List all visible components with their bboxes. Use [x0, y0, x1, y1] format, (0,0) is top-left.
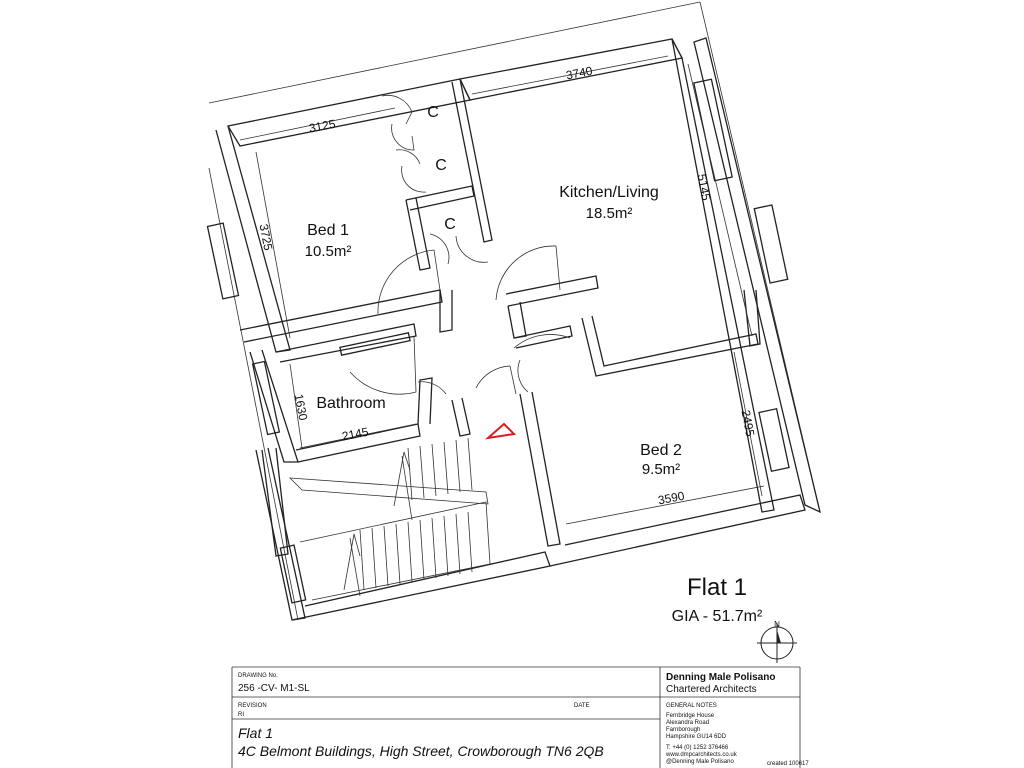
room-area-bed2: 9.5m²: [642, 461, 680, 478]
dim-bed2-depth: 2495: [739, 409, 758, 438]
dim-bath-depth: 1630: [292, 393, 311, 422]
revision-label: REVISION: [238, 703, 267, 709]
contact-line: www.dmpcarchitects.co.uk: [665, 752, 738, 758]
firm-subtitle: Chartered Architects: [666, 684, 757, 695]
room-name-kitchen: Kitchen/Living: [559, 184, 659, 201]
project-title: Flat 1: [238, 725, 273, 741]
drawing-no: 256 -CV- M1-SL: [238, 683, 310, 694]
revision-value: RI: [238, 712, 244, 718]
drawing-no-label: DRAWING No.: [238, 673, 278, 679]
dim-kitchen-width: 3740: [565, 64, 594, 83]
cupboard-label-2: C: [435, 157, 447, 174]
doors: [349, 95, 571, 395]
title-block: [231, 666, 801, 768]
room-name-bed1: Bed 1: [307, 222, 349, 239]
room-name-bathroom: Bathroom: [316, 395, 385, 412]
room-area-bed1: 10.5m²: [305, 243, 352, 260]
address-line: Fernbridge House: [666, 713, 715, 719]
cupboard-label-1: C: [427, 104, 439, 121]
dimension-lines: [239, 55, 765, 525]
dim-bed2-width: 3590: [657, 489, 686, 508]
dim-kitchen-depth: 5145: [695, 173, 714, 202]
date-label: DATE: [574, 703, 590, 709]
entrance-marker-icon: [484, 422, 517, 440]
dim-bath-width: 2145: [341, 425, 370, 444]
room-area-kitchen: 18.5m²: [586, 205, 633, 222]
interior-walls: [239, 78, 761, 557]
dim-bed1-depth: 3725: [257, 223, 276, 252]
staircase: [288, 437, 491, 601]
firm-name: Denning Male Polisano: [666, 672, 775, 683]
room-name-bed2: Bed 2: [640, 442, 682, 459]
cupboard-label-3: C: [444, 216, 456, 233]
address-line: Farnborough: [666, 727, 700, 733]
contact-line: @Denning Male Polisano: [666, 759, 734, 765]
address-line: Hampshire GU14 6DD: [666, 734, 727, 740]
project-address: 4C Belmont Buildings, High Street, Crowb…: [238, 743, 604, 759]
flat-title: Flat 1: [687, 574, 747, 601]
general-notes-label: GENERAL NOTES: [666, 703, 717, 709]
dim-bed1-width: 3125: [308, 117, 337, 136]
address-line: Alexandra Road: [666, 720, 709, 726]
north-arrow-icon: [757, 623, 797, 663]
flat-gia: GIA - 51.7m²: [672, 608, 763, 625]
exterior-walls: [215, 37, 821, 621]
drawing-stamp: created 100617: [767, 761, 809, 767]
north-label: N: [774, 620, 780, 629]
contact-line: T: +44 (0) 1252 376466: [666, 745, 729, 751]
